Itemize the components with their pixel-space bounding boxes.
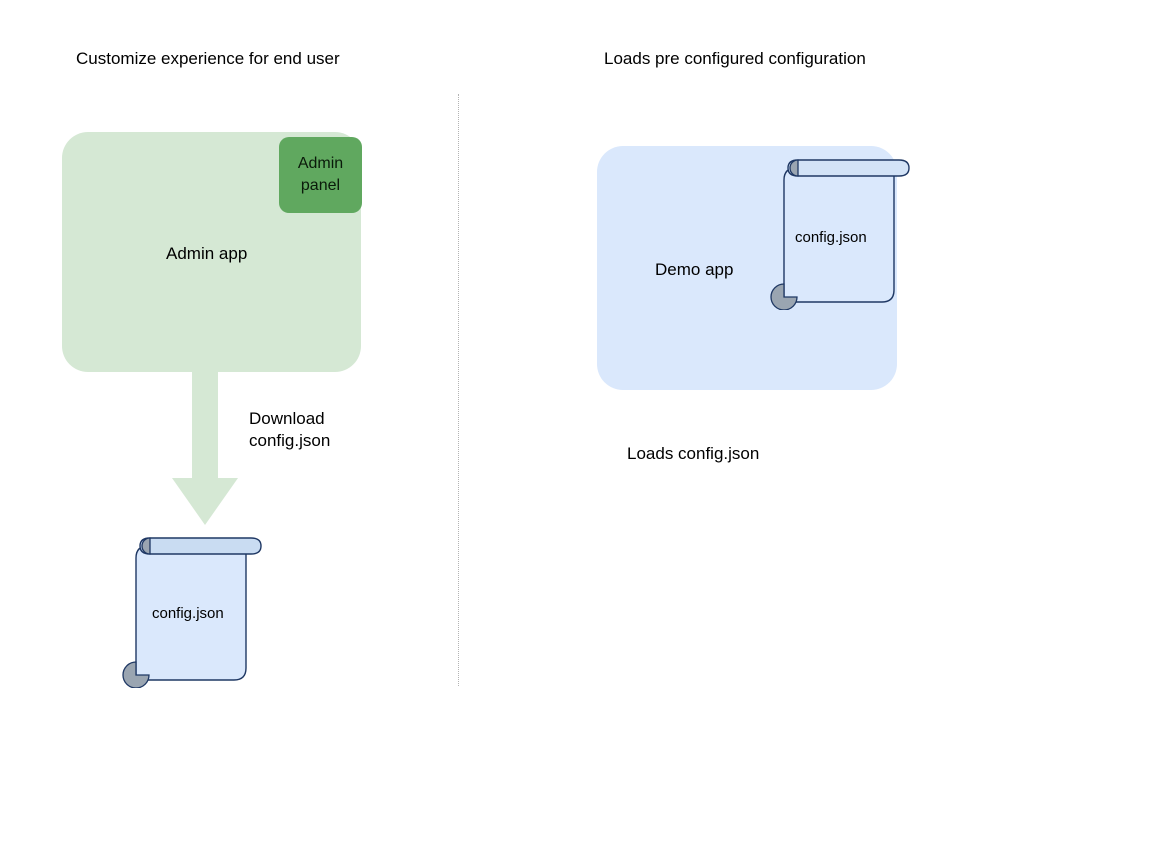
column-divider — [458, 94, 459, 686]
admin-app-label: Admin app — [166, 244, 248, 263]
demo-app-label: Demo app — [655, 260, 734, 279]
download-arrow-icon — [172, 366, 238, 525]
config-json-document-left[interactable] — [118, 528, 268, 688]
heading-left-column: Customize experience for end user — [76, 49, 340, 68]
config-json-document-left-label: config.json — [152, 605, 224, 622]
config-json-document-right[interactable] — [766, 150, 916, 310]
loads-config-caption: Loads config.json — [627, 444, 760, 463]
admin-panel-chip-label: Admin panel — [297, 155, 344, 194]
heading-right-column: Loads pre configured configuration — [604, 49, 866, 68]
config-json-document-right-label: config.json — [795, 229, 867, 246]
admin-panel-chip[interactable]: Admin panel — [279, 137, 362, 213]
download-arrow-label: Download config.json — [249, 409, 331, 450]
